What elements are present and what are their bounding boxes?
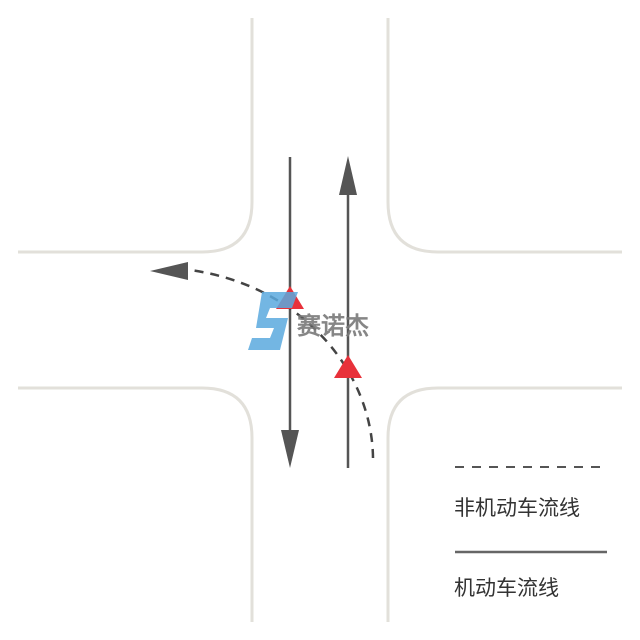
curb-top-left xyxy=(18,18,254,254)
legend-motor-label: 机动车流线 xyxy=(454,576,559,600)
road-curbs xyxy=(18,18,622,622)
arrow-left-icon xyxy=(150,262,188,280)
watermark-text: 赛诺杰 xyxy=(297,312,369,340)
watermark-logo-icon xyxy=(248,292,298,350)
legend-nonmotor-label: 非机动车流线 xyxy=(454,496,580,520)
nonmotor-flow-left-turn xyxy=(150,262,375,459)
curb-bottom-right xyxy=(386,386,622,622)
motor-flow-northbound xyxy=(339,156,357,468)
conflict-marker-icon xyxy=(334,355,362,378)
arrow-down-icon xyxy=(281,430,299,468)
arrow-up-icon xyxy=(339,156,357,195)
curb-top-right xyxy=(386,18,622,254)
curb-bottom-left xyxy=(18,386,254,622)
